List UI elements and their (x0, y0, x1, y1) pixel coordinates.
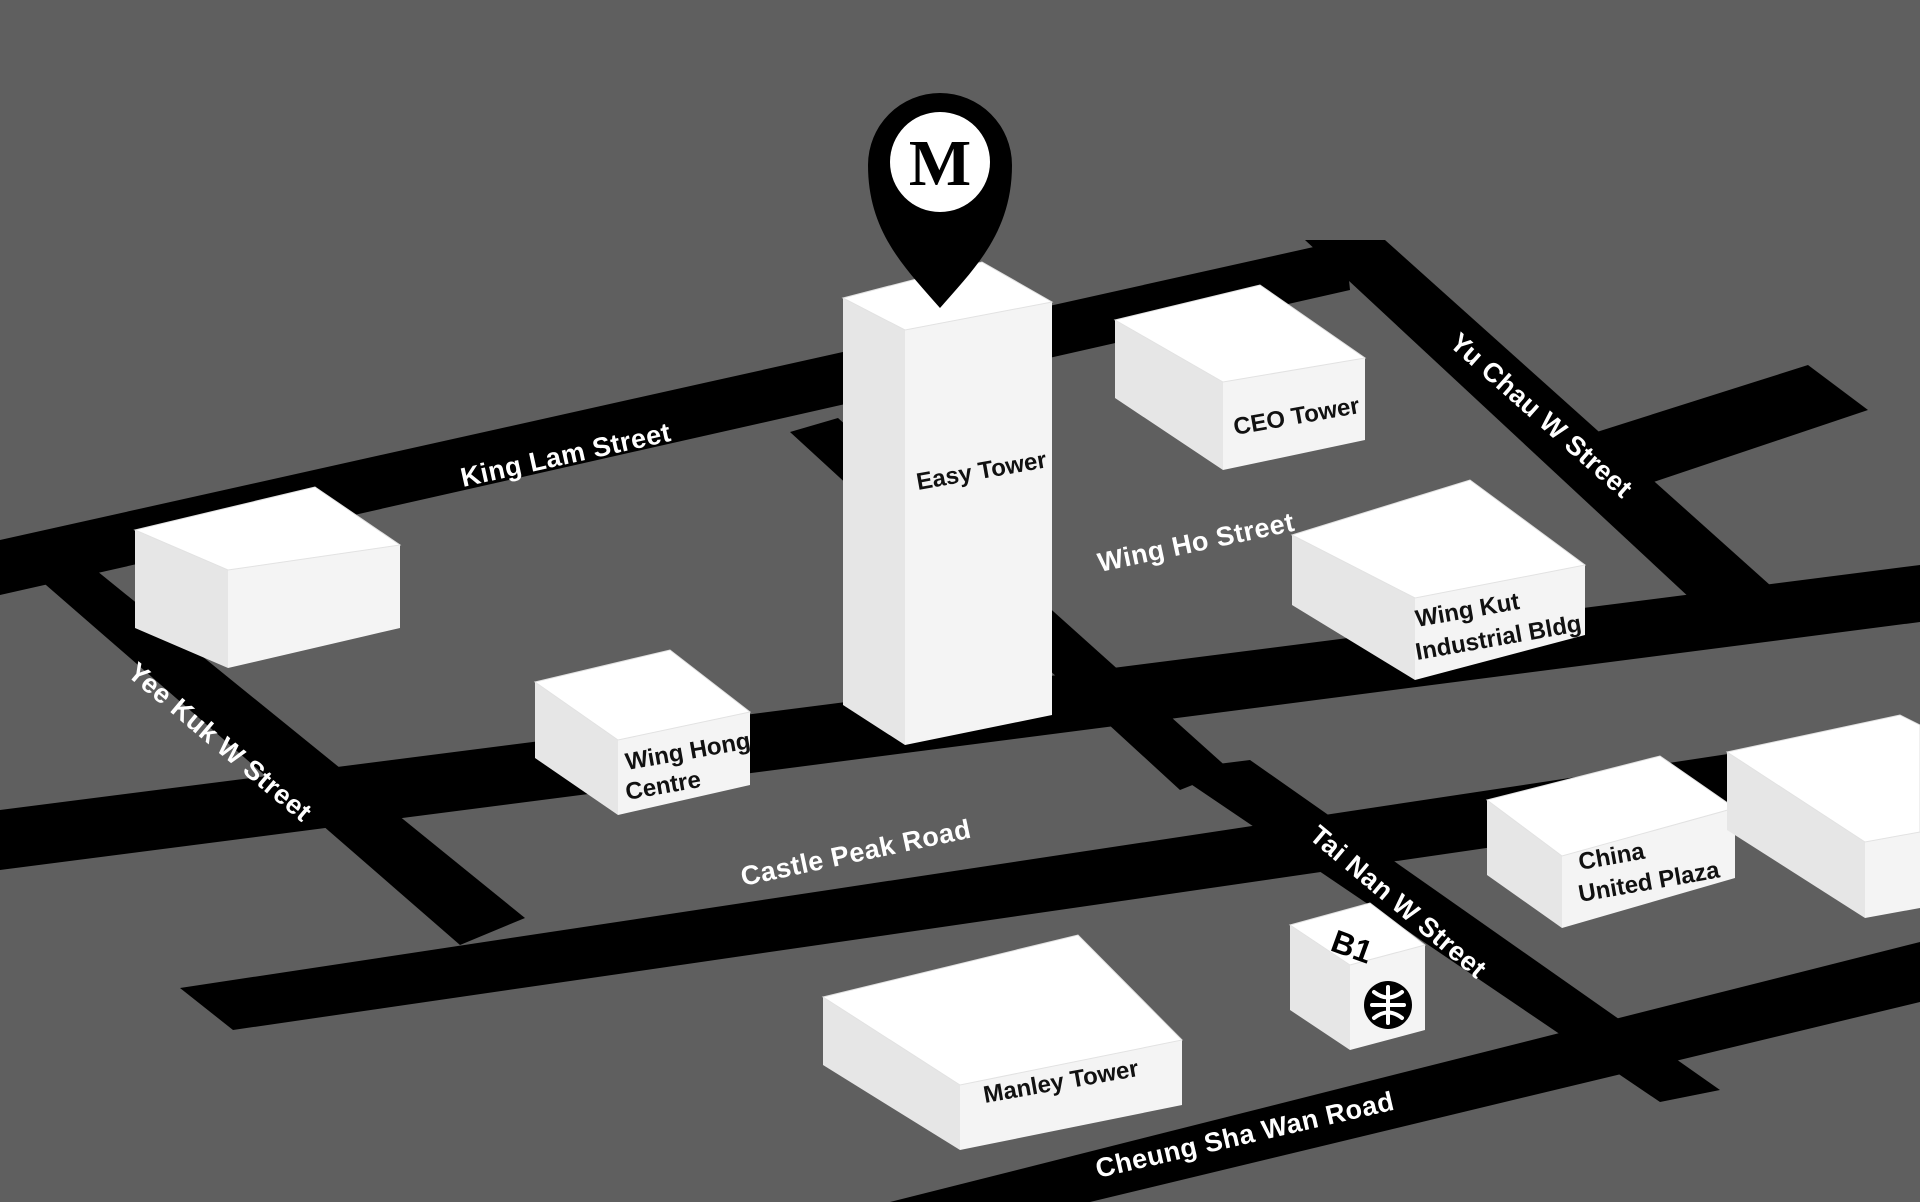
buildings: CEO Tower Wing Kut Industrial Bldg Wing … (133, 261, 1920, 1150)
building-unnamed-west (133, 486, 402, 668)
mtr-exit-b1: B1 (1288, 902, 1427, 1050)
road-yu-chau-w (1305, 240, 1800, 640)
road-tai-nan-w (1170, 760, 1720, 1102)
pin-letter: M (909, 127, 971, 200)
road-cheung-sha-wan (890, 942, 1920, 1202)
building-wing-hong: Wing Hong Centre (533, 649, 753, 815)
road-yee-kuk-w (0, 545, 525, 945)
building-ceo-tower: CEO Tower (1113, 284, 1367, 470)
pin-inner-circle (890, 112, 990, 212)
road-east-upper (1540, 365, 1868, 500)
location-pin-icon: M (868, 93, 1012, 308)
building-wing-kut: Wing Kut Industrial Bldg (1290, 479, 1587, 680)
road-castle-peak (180, 725, 1920, 1030)
building-unnamed-east (1725, 714, 1920, 918)
building-easy-tower: Easy Tower (841, 261, 1054, 745)
building-manley-tower: Manley Tower (821, 934, 1184, 1150)
mtr-logo-icon (1364, 981, 1412, 1029)
building-china-united: China United Plaza (1485, 755, 1737, 928)
